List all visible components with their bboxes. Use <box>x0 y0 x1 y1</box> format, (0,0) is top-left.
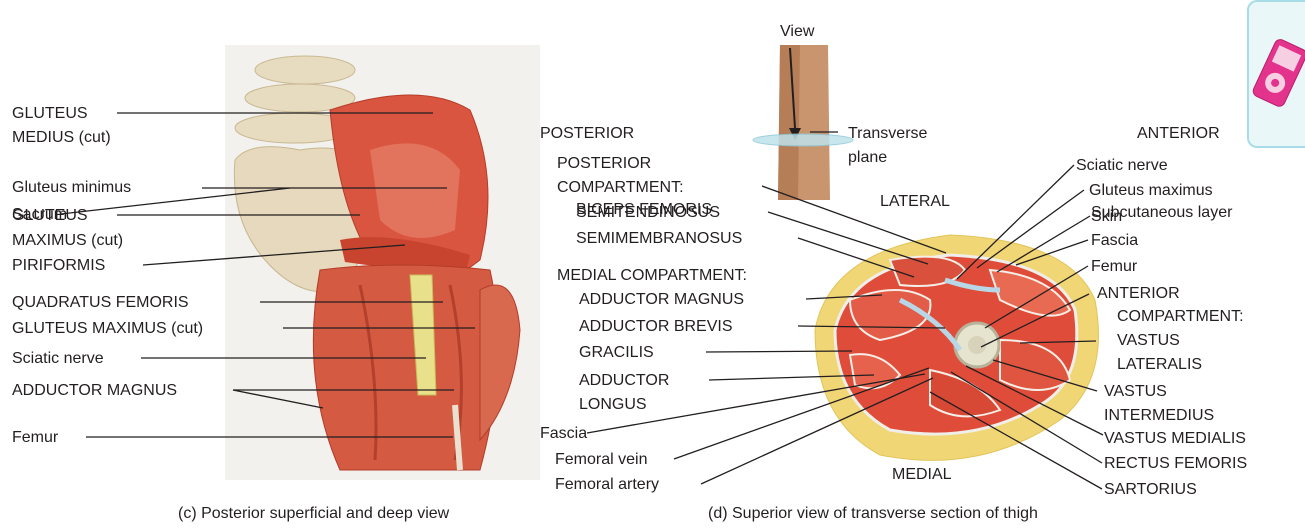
label-gluteus-minimus: Gluteus minimus <box>12 178 131 197</box>
label-sciatic-nerve-right: Sciatic nerve <box>1076 156 1168 175</box>
label-semitendinosus: SEMITENDINOSUS <box>576 203 720 222</box>
label-femur-right: Femur <box>1091 257 1137 276</box>
thigh-cross-section-illustration <box>815 235 1098 460</box>
label-fascia-right: Fascia <box>1091 231 1138 250</box>
label-rectus-femoris: RECTUS FEMORIS <box>1104 454 1247 473</box>
orientation-medial: MEDIAL <box>892 465 952 484</box>
label-gluteus-maximus-cut: GLUTEUS MAXIMUS (cut) <box>12 319 203 338</box>
label-transverse: Transverse <box>848 124 927 143</box>
label-view: View <box>780 22 814 41</box>
label-gluteus-maximus-line1: GLUTEUS <box>12 206 88 225</box>
label-vastus-lateralis-line2: LATERALIS <box>1117 355 1202 374</box>
left-panel-caption: (c) Posterior superficial and deep view <box>178 505 449 523</box>
label-subcutaneous-layer: Subcutaneous layer <box>1091 203 1232 222</box>
label-vastus-intermedius-line2: INTERMEDIUS <box>1104 406 1214 425</box>
label-femur: Femur <box>12 428 58 447</box>
media-player-icon <box>1249 2 1305 150</box>
label-adductor-longus-line1: ADDUCTOR <box>579 371 669 390</box>
orientation-lateral: LATERAL <box>880 192 950 211</box>
label-gluteus-maximus-line2: MAXIMUS (cut) <box>12 231 123 250</box>
media-badge[interactable] <box>1247 0 1305 148</box>
label-semimembranosus: SEMIMEMBRANOSUS <box>576 229 742 248</box>
label-piriformis: PIRIFORMIS <box>12 256 105 275</box>
label-gluteus-medius-line1: GLUTEUS <box>12 104 88 123</box>
orientation-anterior: ANTERIOR <box>1137 124 1220 143</box>
label-medial-compartment: MEDIAL COMPARTMENT: <box>557 266 747 285</box>
label-femoral-artery: Femoral artery <box>555 475 659 494</box>
label-posterior-compartment-line1: POSTERIOR <box>557 154 651 173</box>
label-posterior-compartment-line2: COMPARTMENT: <box>557 178 684 197</box>
label-sartorius: SARTORIUS <box>1104 480 1197 499</box>
label-vastus-medialis: VASTUS MEDIALIS <box>1104 429 1246 448</box>
orientation-posterior: POSTERIOR <box>540 124 634 143</box>
label-gluteus-medius-line2: MEDIUS (cut) <box>12 128 111 147</box>
label-vastus-lateralis-line1: VASTUS <box>1117 331 1180 350</box>
label-gluteus-maximus-right: Gluteus maximus <box>1089 181 1213 200</box>
label-quadratus-femoris: QUADRATUS FEMORIS <box>12 293 189 312</box>
label-gracilis: GRACILIS <box>579 343 654 362</box>
label-adductor-longus-line2: LONGUS <box>579 395 647 414</box>
label-fascia-left: Fascia <box>540 424 587 443</box>
label-anterior-compartment-line2: COMPARTMENT: <box>1117 307 1244 326</box>
label-vastus-intermedius-line1: VASTUS <box>1104 382 1167 401</box>
label-sciatic-nerve: Sciatic nerve <box>12 349 104 368</box>
label-anterior-compartment-line1: ANTERIOR <box>1097 284 1180 303</box>
label-adductor-magnus: ADDUCTOR MAGNUS <box>12 381 177 400</box>
right-panel-caption: (d) Superior view of transverse section … <box>708 505 1038 523</box>
label-plane: plane <box>848 148 887 167</box>
leg-view-thumbnail <box>753 45 853 200</box>
posterior-hip-thigh-illustration <box>225 45 540 480</box>
label-adductor-brevis: ADDUCTOR BREVIS <box>579 317 733 336</box>
label-adductor-magnus: ADDUCTOR MAGNUS <box>579 290 744 309</box>
label-femoral-vein: Femoral vein <box>555 450 647 469</box>
